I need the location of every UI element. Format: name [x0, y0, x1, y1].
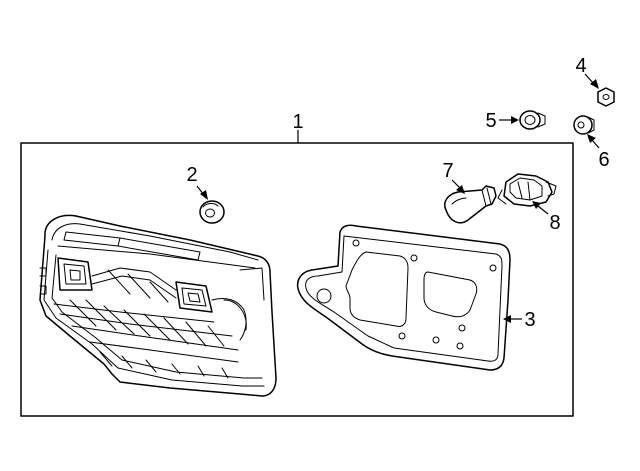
callout-6-arrow: [587, 134, 596, 143]
callout-7-leader: [451, 179, 461, 189]
callout-8-arrow: [532, 201, 541, 209]
clip-part-5: [519, 110, 546, 130]
assembly-frame: [20, 142, 574, 417]
bulb-part-7: [444, 185, 497, 224]
callout-8-label: 8: [549, 212, 560, 234]
callout-3-label: 3: [524, 309, 535, 331]
callout-4-label: 4: [575, 55, 586, 77]
callout-4-arrow: [590, 79, 599, 89]
callout-1-label: 1: [292, 111, 303, 133]
callout-2-label: 2: [186, 164, 197, 186]
callout-2-arrow: [200, 190, 208, 200]
callout-7-label: 7: [442, 160, 453, 182]
grommet-part-2: [199, 200, 225, 224]
callout-6-label: 6: [598, 149, 609, 171]
gasket-part-3: [296, 224, 511, 371]
callout-6-leader: [591, 139, 600, 149]
hex-nut-part-4: [597, 87, 615, 107]
callout-5-arrow: [511, 116, 519, 124]
washer-part-6: [573, 115, 595, 135]
callout-7-arrow: [456, 185, 465, 194]
callout-8-leader: [537, 205, 549, 215]
socket-part-8: [497, 173, 557, 207]
callout-3-arrow: [503, 315, 511, 323]
callout-5-label: 5: [485, 110, 496, 132]
tail-lamp-housing: [39, 214, 277, 397]
